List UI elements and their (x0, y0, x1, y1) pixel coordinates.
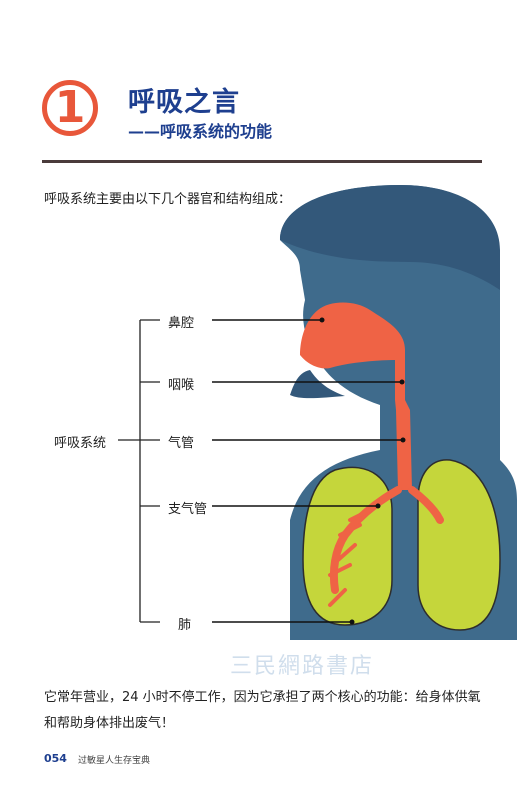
pointer-dot-lung (349, 619, 355, 625)
section-title: 呼吸之言 (128, 87, 240, 118)
intro-text: 呼吸系统主要由以下几个器官和结构组成： (44, 192, 292, 207)
right-lung (417, 459, 501, 631)
watermark-text: 三民網路書店 (230, 654, 375, 679)
label-respiratory-system: 呼吸系统 (52, 432, 109, 451)
label-nasal-cavity: 鼻腔 (166, 312, 197, 331)
body-paragraph: 它常年营业，24 小时不停工作，因为它承担了两个核心的功能：给身体供氧和帮助身体… (44, 690, 481, 731)
pointer-dot-nasal (319, 317, 325, 323)
trachea (395, 400, 412, 490)
label-pharynx: 咽喉 (166, 374, 197, 393)
section-number-badge: 1 (42, 80, 98, 136)
left-lung (302, 466, 393, 626)
label-lung: 肺 (176, 614, 194, 633)
label-bronchi: 支气管 (166, 498, 210, 517)
section-subtitle: ——呼吸系统的功能 (128, 122, 273, 141)
hair (280, 185, 500, 290)
page-number: 054 (44, 752, 67, 765)
pointer-dot-trachea (400, 437, 406, 443)
header-divider (42, 160, 482, 163)
footer-book-title: 过敏星人生存宝典 (78, 756, 151, 766)
system-bracket (118, 319, 160, 623)
pointer-dot-bronchi (375, 503, 381, 509)
pointer-dot-pharynx (399, 379, 405, 385)
beard (290, 370, 345, 399)
bronchioles (328, 508, 372, 607)
pointer-lines (212, 317, 406, 625)
nasal-cavity (300, 302, 405, 400)
label-trachea: 气管 (166, 432, 197, 451)
